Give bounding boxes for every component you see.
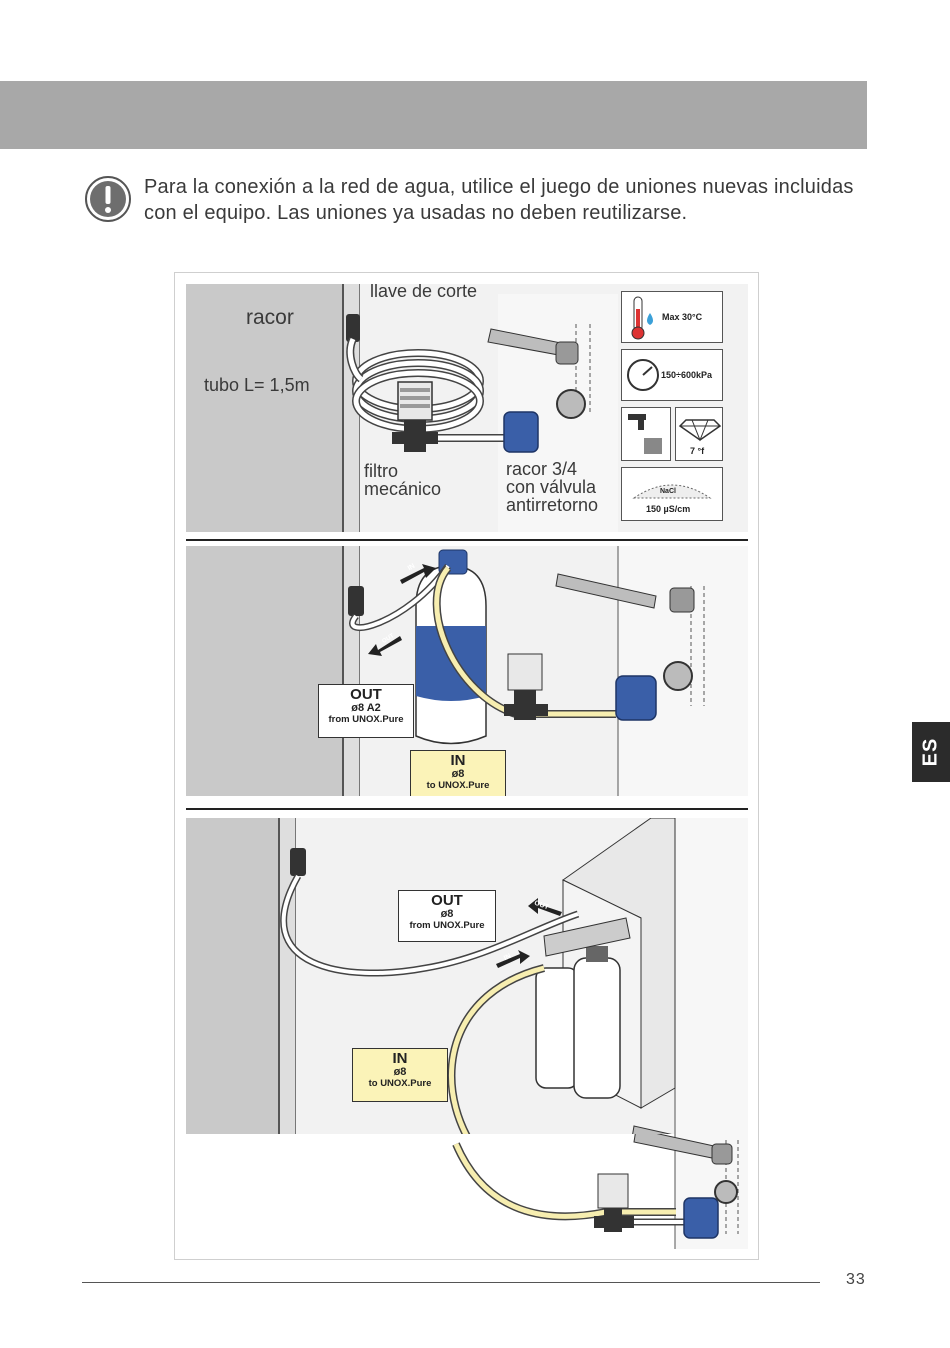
header-band <box>0 81 867 149</box>
panel-unox-pure-connection: OUT IN OUT ø8 from UNOX.Pure IN ø8 to UN… <box>186 818 748 1134</box>
parts-illustration <box>346 294 618 532</box>
salt-pile-icon <box>632 484 712 499</box>
spec-tap <box>621 407 671 461</box>
spec-pressure-value: 150÷600kPa <box>661 370 712 380</box>
spec-conductivity-value: 150 µS/cm <box>646 504 691 514</box>
in-callout: IN ø8 to UNOX.Pure <box>352 1048 448 1102</box>
out-callout-title: OUT <box>431 892 463 909</box>
thermometer-icon <box>631 296 653 340</box>
language-tab: ES <box>912 722 950 782</box>
out-callout-note: from UNOX.Pure <box>409 920 485 931</box>
language-tab-label: ES <box>919 737 942 767</box>
unox-pure-illustration <box>280 818 748 1134</box>
panel-filter-cartridge: IN OUT OUT ø8 A2 from UNOX.Pure IN ø8 to… <box>186 546 748 796</box>
out-callout-size: ø8 <box>440 908 454 920</box>
out-callout: OUT ø8 from UNOX.Pure <box>398 890 496 942</box>
notice-text: Para la conexión a la red de agua, utili… <box>144 176 854 224</box>
wall <box>186 284 344 532</box>
in-callout-note: to UNOX.Pure <box>426 780 490 791</box>
label-racor: racor <box>246 306 294 329</box>
unox-pure-illustration-lower <box>452 1134 748 1249</box>
page-number: 33 <box>846 1271 866 1288</box>
spec-temperature: Max 30°C <box>621 291 723 343</box>
label-tubo: tubo L= 1,5m <box>204 375 310 395</box>
in-callout-size: ø8 <box>451 768 465 780</box>
in-callout-note: to UNOX.Pure <box>368 1078 432 1089</box>
panel-divider <box>186 539 748 541</box>
diamond-icon <box>678 419 722 442</box>
out-callout-size: ø8 A2 <box>351 702 381 714</box>
in-callout-size: ø8 <box>393 1066 407 1078</box>
spec-conductivity: NaCl 150 µS/cm <box>621 467 723 521</box>
wall <box>186 818 280 1134</box>
out-callout: OUT ø8 A2 from UNOX.Pure <box>318 684 414 738</box>
spec-hardness: 7 °f <box>675 407 723 461</box>
installation-figure: racor tubo L= 1,5m llave de corte filtro… <box>174 272 759 1260</box>
in-callout-title: IN <box>450 752 466 769</box>
out-callout-title: OUT <box>350 686 382 703</box>
spec-pressure: 150÷600kPa <box>621 349 723 401</box>
label-racor-valvula: racor 3/4 con válvula antirretorno <box>506 459 599 515</box>
panel-connection-parts: racor tubo L= 1,5m llave de corte filtro… <box>186 284 748 532</box>
tap-cup-icon <box>628 414 662 454</box>
label-filtro-mecanico: filtro mecánico <box>364 461 442 499</box>
wall <box>186 546 344 796</box>
spec-temperature-value: Max 30°C <box>662 312 703 322</box>
spec-nacl-label: NaCl <box>660 488 676 495</box>
spec-hardness-value: 7 °f <box>690 446 705 456</box>
in-callout: IN ø8 to UNOX.Pure <box>410 750 506 796</box>
label-llave-de-corte: llave de corte <box>370 284 478 301</box>
footer-rule <box>82 1282 820 1283</box>
filter-cartridge-illustration <box>348 546 748 796</box>
out-callout-note: from UNOX.Pure <box>328 714 404 725</box>
in-callout-title: IN <box>392 1050 408 1067</box>
panel-divider <box>186 808 748 810</box>
exclamation-circle-icon <box>85 176 131 222</box>
gauge-icon <box>627 359 659 391</box>
